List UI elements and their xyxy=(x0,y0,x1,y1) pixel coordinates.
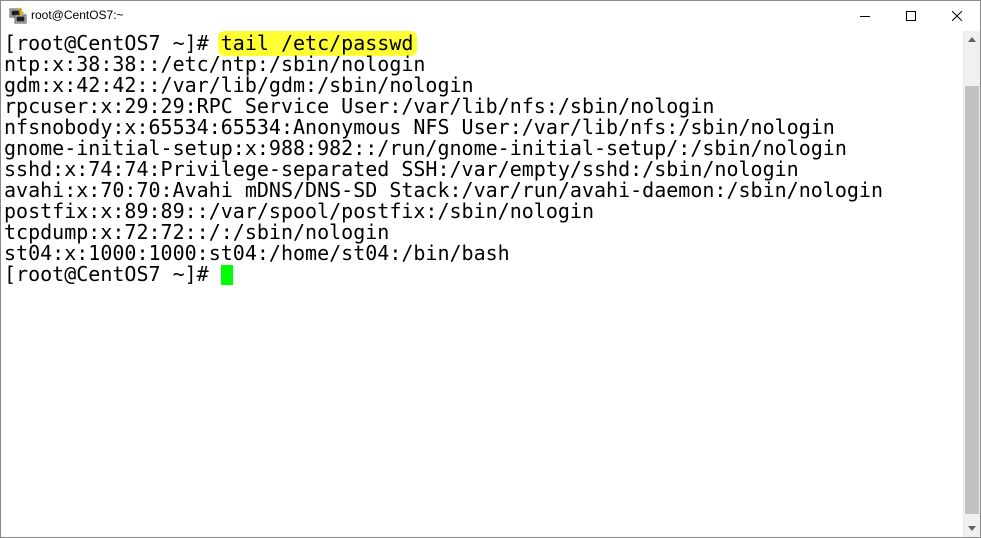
output-line: rpcuser:x:29:29:RPC Service User:/var/li… xyxy=(4,94,715,118)
minimize-icon xyxy=(860,16,870,17)
scroll-down-button[interactable] xyxy=(964,520,980,537)
output-line: postfix:x:89:89::/var/spool/postfix:/sbi… xyxy=(4,199,595,223)
maximize-icon xyxy=(906,11,916,21)
output-line: ntp:x:38:38::/etc/ntp:/sbin/nologin xyxy=(4,52,426,76)
output-line: gnome-initial-setup:x:988:982::/run/gnom… xyxy=(4,136,847,160)
maximize-button[interactable] xyxy=(888,1,934,31)
highlighted-command: tail /etc/passwd xyxy=(217,31,418,56)
close-icon xyxy=(952,11,962,21)
close-button[interactable] xyxy=(934,1,980,31)
command-line: [root@CentOS7 ~]# tail /etc/passwd xyxy=(4,31,418,56)
output-line: sshd:x:74:74:Privilege-separated SSH:/va… xyxy=(4,157,799,181)
minimize-button[interactable] xyxy=(842,1,888,31)
output-line: avahi:x:70:70:Avahi mDNS/DNS-SD Stack:/v… xyxy=(4,178,883,202)
scroll-down-arrow-icon xyxy=(968,526,976,531)
putty-terminal-icon[interactable] xyxy=(9,7,27,25)
scroll-up-button[interactable] xyxy=(964,31,980,48)
final-prompt-line: [root@CentOS7 ~]# xyxy=(4,264,233,285)
terminal-output-area[interactable]: [root@CentOS7 ~]# tail /etc/passwd ntp:x… xyxy=(1,31,963,537)
title-bar[interactable]: root@CentOS7:~ xyxy=(1,1,980,31)
scroll-up-arrow-icon xyxy=(968,37,976,42)
output-line: nfsnobody:x:65534:65534:Anonymous NFS Us… xyxy=(4,115,835,139)
text-cursor xyxy=(220,265,233,285)
output-line: gdm:x:42:42::/var/lib/gdm:/sbin/nologin xyxy=(4,73,474,97)
prompt: [root@CentOS7 ~]# xyxy=(4,262,221,286)
prompt: [root@CentOS7 ~]# xyxy=(4,31,221,55)
vertical-scrollbar[interactable] xyxy=(963,31,980,537)
scroll-thumb[interactable] xyxy=(965,86,979,514)
window-title: root@CentOS7:~ xyxy=(31,8,124,22)
output-line: tcpdump:x:72:72::/:/sbin/nologin xyxy=(4,220,390,244)
output-line: st04:x:1000:1000:st04:/home/st04:/bin/ba… xyxy=(4,241,510,265)
